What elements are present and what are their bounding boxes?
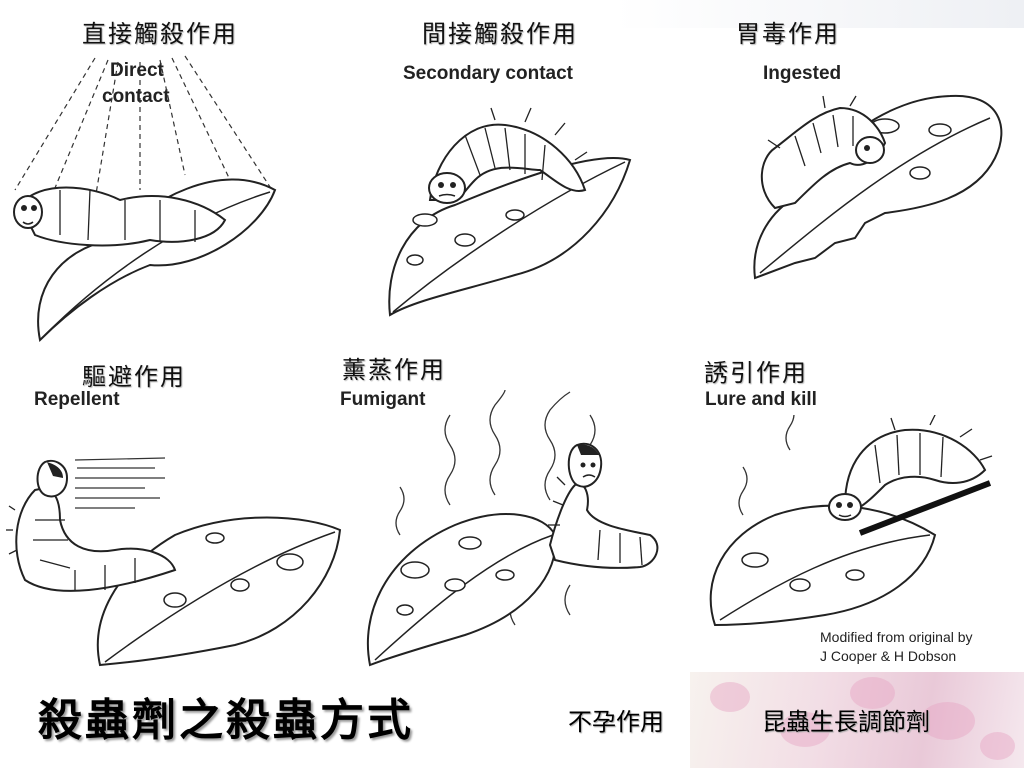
sterility-label: 不孕作用 (568, 708, 664, 736)
igr-label: 昆蟲生長調節劑 (762, 708, 930, 736)
lure-illustration (709, 415, 993, 627)
direct-contact-zh-label: 直接觸殺作用 (82, 20, 238, 48)
repellent-zh-label: 驅避作用 (82, 363, 186, 391)
lure-label: Lure and kill (705, 389, 817, 410)
repellent-label: Repellent (34, 389, 120, 410)
ingested-label: Ingested (763, 63, 842, 84)
direct-contact-illustration (13, 55, 277, 343)
source-credit: Modified from original by J Cooper & H D… (820, 628, 973, 666)
ingested-zh-label: 胃毒作用 (736, 20, 840, 48)
secondary-contact-zh-label: 間接觸殺作用 (422, 20, 578, 48)
credit-line-2: J Cooper & H Dobson (820, 648, 957, 664)
top-banner (0, 0, 1024, 28)
fumigant-illustration (366, 389, 659, 667)
fumigant-zh-label: 薰蒸作用 (342, 356, 446, 384)
secondary-contact-label: Secondary contact (403, 63, 573, 84)
slide-title: 殺蟲劑之殺蟲方式 (38, 695, 414, 746)
credit-line-1: Modified from original by (820, 629, 973, 645)
repellent-illustration (6, 457, 342, 667)
fumigant-label: Fumigant (340, 389, 426, 410)
flower-background-image (690, 672, 1024, 768)
direct-contact-label-line2: contact (102, 86, 170, 107)
secondary-contact-illustration (388, 107, 632, 317)
lure-zh-label: 誘引作用 (704, 359, 808, 387)
direct-contact-label-line1: Direct (110, 60, 164, 81)
ingested-illustration (753, 94, 1003, 280)
